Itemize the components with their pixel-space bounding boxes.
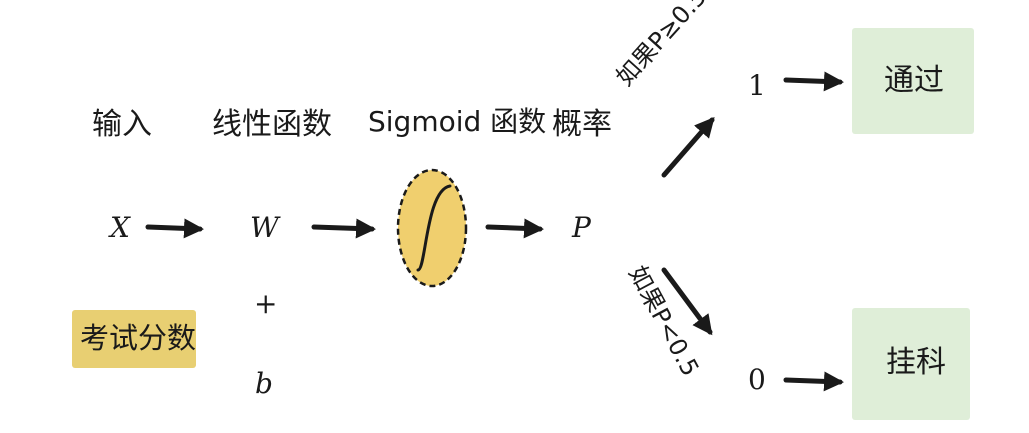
- header-input: 输入: [92, 107, 152, 142]
- arrow-p-to-one: [661, 116, 715, 178]
- pass-result-label: 通过: [884, 63, 944, 98]
- output-one: 1: [748, 69, 766, 102]
- arrow-sigmoid-to-p: [485, 218, 544, 239]
- pass-result-box: [852, 28, 974, 134]
- arrow-x-to-w: [145, 218, 204, 239]
- exam-score-tag: [72, 310, 196, 368]
- arrow-zero-to-fail: [783, 371, 844, 392]
- header-probability: 概率: [552, 107, 612, 142]
- header-linear-function: 线性函数: [212, 107, 332, 142]
- sigmoid-node: [396, 168, 468, 288]
- variable-plus: +: [254, 287, 278, 320]
- header-sigmoid-function: Sigmoid 函数: [368, 105, 547, 138]
- variable-w: W: [250, 211, 279, 244]
- fail-result-label: 挂科: [886, 345, 946, 380]
- variable-b: b: [255, 367, 273, 400]
- variable-p: P: [572, 211, 591, 244]
- sigmoid-curve-icon: [416, 184, 452, 272]
- output-zero: 0: [748, 363, 766, 396]
- arrow-p-to-zero: [661, 267, 713, 336]
- variable-x: X: [110, 211, 130, 244]
- arrow-w-to-sigmoid: [311, 218, 376, 239]
- arrow-one-to-pass: [783, 71, 844, 92]
- fail-result-box: [852, 308, 970, 420]
- exam-score-label: 考试分数: [80, 321, 197, 355]
